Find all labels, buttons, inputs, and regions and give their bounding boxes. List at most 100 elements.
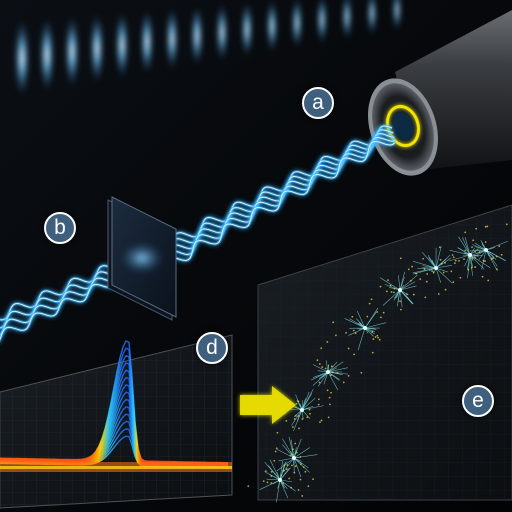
particle-dot [317,398,320,401]
particle-dot [393,287,396,290]
particle-dot [329,403,331,406]
particle-dot [290,486,293,489]
particle-dot [297,400,300,403]
particle-track [396,289,401,307]
particle-track [279,479,296,492]
particle-dot [371,331,374,333]
fringe-lobe [393,0,401,31]
particle-dot [316,359,319,362]
particle-dot [319,421,321,424]
particle-dot [302,466,305,469]
particle-dot [309,412,311,415]
particle-dot [318,381,321,384]
particle-dot [376,334,379,337]
particle-dot [389,284,392,287]
particle-dot [312,478,314,481]
particle-dot [412,293,415,296]
particle-track [279,479,293,483]
particle-dot [422,257,425,260]
fringe-lobe [241,1,253,57]
particle-track [435,257,452,269]
particle-dot [390,291,393,293]
particle-dot [378,338,381,341]
fringe-lobe [65,15,79,88]
particle-dot [451,254,454,256]
particle-track [458,236,471,256]
particle-track [279,467,290,481]
particle-dot [486,225,489,228]
particle-track [469,254,473,276]
particle-track [301,393,313,411]
particle-track [399,281,416,291]
particle-track [435,267,449,273]
particle-track [317,371,329,387]
detector-panel [257,204,512,501]
particle-track [323,371,329,385]
particle-dot [392,291,395,294]
particle-dot [419,278,422,281]
particle-dot [498,245,501,248]
particle-dot [288,477,291,480]
particle-dot [295,451,298,454]
particle-dot [320,419,323,422]
particle-dot [304,470,307,473]
burst-core [300,408,304,412]
fringe-lobe [166,7,178,70]
particle-track [364,311,377,329]
particle-track [471,249,487,258]
particle-dot [289,454,292,457]
particle-dot [353,353,356,356]
particle-dot [368,302,371,305]
burst-core [434,266,438,270]
particle-track [399,289,410,300]
pulse-train [15,0,401,96]
particle-dot [467,268,470,271]
particle-track [466,254,471,270]
particle-dot [265,470,267,473]
particle-dot [411,265,413,268]
particle-track [478,249,487,261]
particle-dot [270,475,273,478]
particle-dot [423,268,426,270]
particle-dot [380,316,382,319]
fringe-lobe [40,17,54,92]
particle-track [457,247,471,256]
particle-dot [426,273,429,275]
particle-dot [332,321,335,324]
particle-dot [308,408,311,411]
particle-dot [291,464,293,467]
particle-track [357,327,366,351]
particle-dot [459,276,462,279]
particle-dot [331,371,334,374]
particle-dot [276,431,279,434]
label-badge-a: a [302,87,334,119]
particle-dot [292,426,294,428]
particle-burst [412,246,462,299]
particle-dot [307,485,310,487]
particle-dot [354,332,357,335]
particle-dot [306,416,309,419]
particle-dot [471,257,473,260]
particle-track [348,327,366,336]
particle-dot [399,257,402,260]
label-badge-d: d [196,332,228,364]
particle-dot [458,260,460,262]
particle-dot [335,334,337,337]
particle-dot [294,465,297,468]
particle-dot [371,351,374,354]
particle-dot [484,260,486,262]
particle-dot [464,231,467,234]
particle-track [399,274,418,291]
particle-track [293,438,302,459]
particle-dot [275,447,278,450]
particle-track [464,237,471,256]
fringe-lobe [342,0,352,40]
particle-track [291,409,303,426]
particle-dot [330,365,333,368]
particle-dot [347,374,350,377]
particle-track [344,318,366,329]
fringe-lobe [267,0,277,53]
fringe-lobe [191,5,203,66]
particle-dot [484,241,487,243]
fringe-lobe [367,0,377,36]
